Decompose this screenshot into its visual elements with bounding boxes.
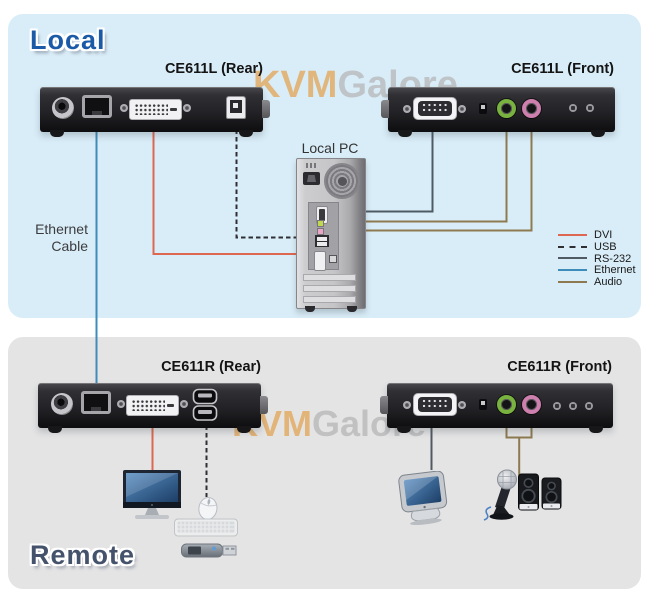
mode-switch [479, 103, 487, 114]
status-led [569, 402, 577, 410]
rj45-port [82, 95, 112, 118]
device-title-r-front: CE611R (Front) [507, 359, 612, 375]
device-foot [48, 426, 62, 433]
status-led [585, 402, 593, 410]
expansion-slot [303, 274, 356, 281]
rj45-port [81, 391, 111, 414]
side-connector [260, 396, 268, 414]
device-ce611r-front [380, 383, 613, 433]
ethernet-cable-label-line2: Cable [51, 237, 88, 254]
legend-item-rs232: RS-232 [558, 253, 636, 265]
dvi-screw [120, 104, 128, 112]
status-led [553, 402, 561, 410]
device-ce611r-rear [38, 383, 268, 433]
touchscreen-icon [398, 471, 448, 525]
legend-item-audio: Audio [558, 276, 636, 288]
local-zone-label: Local [30, 25, 106, 55]
device-ce611l-front [381, 87, 615, 137]
pc-usb-ports [315, 235, 329, 247]
db9-serial-port [413, 97, 457, 120]
pc-audio-jack-green [317, 220, 324, 227]
pc-power-socket [303, 172, 320, 185]
device-title-r-rear: CE611R (Rear) [161, 359, 261, 375]
device-ce611l-rear [40, 87, 270, 137]
ethernet-cable-label-line1: Ethernet [35, 221, 88, 237]
expansion-slot [303, 285, 356, 292]
legend-line-sample [558, 233, 587, 236]
legend-item-dvi: DVI [558, 229, 636, 241]
db9-screw [458, 105, 466, 113]
db9-screw [403, 401, 411, 409]
legend-line-sample [558, 245, 587, 248]
side-connector [380, 396, 388, 414]
device-foot [239, 130, 253, 137]
legend-label: DVI [594, 228, 613, 241]
pc-fan-icon [324, 163, 360, 199]
db9-screw [458, 401, 466, 409]
pc-io-panel [308, 202, 339, 271]
dvi-port [129, 99, 182, 120]
legend-label: Ethernet [594, 264, 636, 277]
usb-flash-drive-icon [181, 543, 237, 558]
monitor-icon [123, 470, 181, 519]
usb-a-ports [192, 388, 218, 421]
dvi-port [126, 395, 179, 416]
device-title-l-front: CE611L (Front) [511, 61, 614, 77]
db9-serial-port [413, 393, 457, 416]
status-led [569, 104, 577, 112]
mode-switch [479, 399, 487, 410]
legend-item-ethernet: Ethernet [558, 264, 636, 276]
device-foot [397, 426, 411, 433]
legend-item-usb: USB [558, 241, 636, 253]
speaker-jack-green [497, 395, 516, 414]
legend-line-sample [558, 257, 587, 260]
ethernet-cable-label: Ethernet Cable [18, 221, 88, 254]
usb-b-port [226, 96, 246, 119]
pc-foot [347, 306, 357, 312]
remote-zone-label: Remote [30, 540, 136, 570]
local-pc-label: Local PC [301, 140, 359, 156]
pc-lan-port [329, 255, 337, 263]
pc-audio-jack-pink [317, 228, 324, 235]
device-foot [50, 130, 64, 137]
dvi-screw [117, 400, 125, 408]
local-pc-tower [296, 158, 366, 312]
device-foot [398, 130, 412, 137]
legend-line-sample [558, 281, 587, 284]
speakers-icon [518, 473, 562, 511]
legend-label: Audio [594, 276, 623, 289]
dc-power-jack [51, 393, 73, 415]
device-foot [591, 130, 605, 137]
db9-screw [403, 105, 411, 113]
pc-dvi-port [314, 251, 326, 271]
speaker-jack-green [497, 99, 516, 118]
device-foot [237, 426, 251, 433]
legend-line-sample [558, 269, 587, 272]
mic-cable [483, 506, 492, 521]
vent-icon [306, 163, 316, 168]
mic-jack-pink [522, 395, 541, 414]
microphone-icon [483, 469, 517, 521]
legend-label: RS-232 [594, 252, 632, 265]
side-connector [262, 100, 270, 118]
watermark-kvm-text: KVM [253, 64, 338, 106]
expansion-slot [303, 296, 356, 303]
remote-zone-panel [8, 337, 641, 589]
keyboard-icon [174, 518, 238, 537]
mic-jack-pink [522, 99, 541, 118]
legend-label: USB [594, 240, 617, 253]
dvi-screw [180, 400, 188, 408]
device-title-l-rear: CE611L (Rear) [164, 61, 263, 77]
pc-foot [305, 306, 315, 312]
dvi-screw [183, 104, 191, 112]
dc-power-jack [52, 97, 74, 119]
device-foot [589, 426, 603, 433]
side-connector [381, 100, 389, 118]
status-led [586, 104, 594, 112]
cable-legend: DVI USB RS-232 Ethernet Audio [558, 229, 636, 288]
